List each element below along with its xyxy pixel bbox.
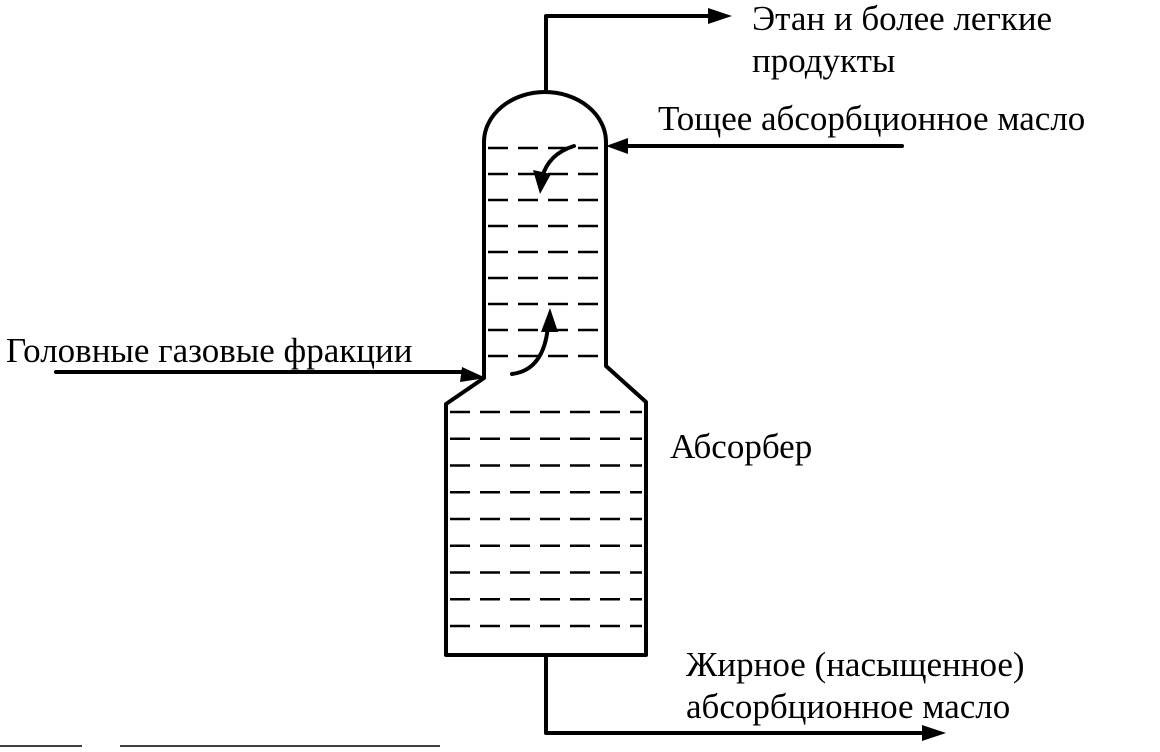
overhead-product-label-line1: Этан и более легкие xyxy=(752,0,1052,38)
upper-section-trays xyxy=(488,146,602,358)
rich-oil-line xyxy=(544,653,928,735)
absorber-vessel xyxy=(444,90,648,657)
overhead-product-label-line2: продукты xyxy=(752,41,895,80)
gas-flow-arrowhead xyxy=(541,308,558,332)
overhead-vapor-arrowhead xyxy=(708,8,732,24)
lean-oil-arrowhead xyxy=(606,138,628,154)
lower-section-trays xyxy=(450,410,642,628)
feed-gas-label: Головные газовые фракции xyxy=(6,331,412,370)
lean-oil-label: Тощее абсорбционное масло xyxy=(658,99,1085,138)
gas-flow-curve xyxy=(510,324,550,376)
overhead-vapor-line xyxy=(544,14,714,94)
rich-oil-label-line1: Жирное (насыщенное) xyxy=(686,645,1025,684)
absorber-label: Абсорбер xyxy=(670,427,812,466)
liquid-flow-arrowhead xyxy=(533,170,551,194)
rich-oil-label-line2: абсорбционное масло xyxy=(686,687,1010,726)
rich-oil-arrowhead xyxy=(922,725,946,741)
feed-gas-arrowhead xyxy=(460,367,486,382)
